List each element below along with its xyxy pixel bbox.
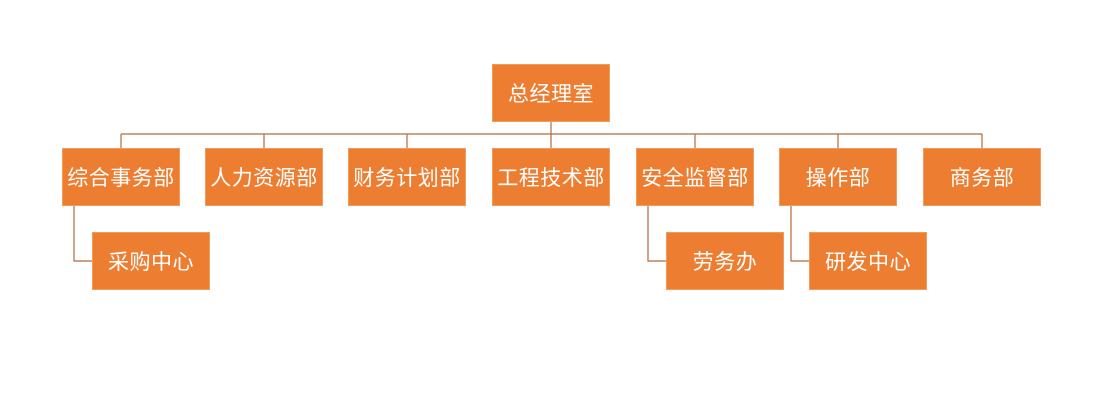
connector-elbow-s2	[790, 206, 809, 262]
org-node-label: 安全监督部	[641, 166, 749, 190]
org-node-subunit: 采购中心	[92, 232, 210, 290]
org-node-label: 工程技术部	[497, 166, 605, 190]
org-node-subunit: 研发中心	[809, 232, 927, 290]
org-node-department: 工程技术部	[492, 148, 610, 206]
org-node-department: 综合事务部	[62, 148, 180, 206]
org-node-label: 商务部	[949, 166, 1015, 190]
org-node-department: 商务部	[923, 148, 1041, 206]
org-node-label: 人力资源部	[210, 166, 318, 190]
connector-elbow-s0	[73, 206, 92, 262]
org-node-root: 总经理室	[492, 64, 610, 122]
org-node-subunit: 劳务办	[666, 232, 784, 290]
org-node-label: 综合事务部	[67, 166, 175, 190]
org-node-department: 操作部	[779, 148, 897, 206]
org-node-label: 财务计划部	[353, 166, 461, 190]
org-node-department: 人力资源部	[205, 148, 323, 206]
org-node-label: 总经理室	[508, 82, 594, 106]
org-node-label: 采购中心	[108, 250, 194, 274]
org-node-label: 研发中心	[825, 250, 911, 274]
connector-elbow-s1	[647, 206, 666, 262]
org-node-department: 财务计划部	[348, 148, 466, 206]
org-node-department: 安全监督部	[636, 148, 754, 206]
org-node-label: 劳务办	[692, 250, 758, 274]
org-node-label: 操作部	[805, 166, 871, 190]
